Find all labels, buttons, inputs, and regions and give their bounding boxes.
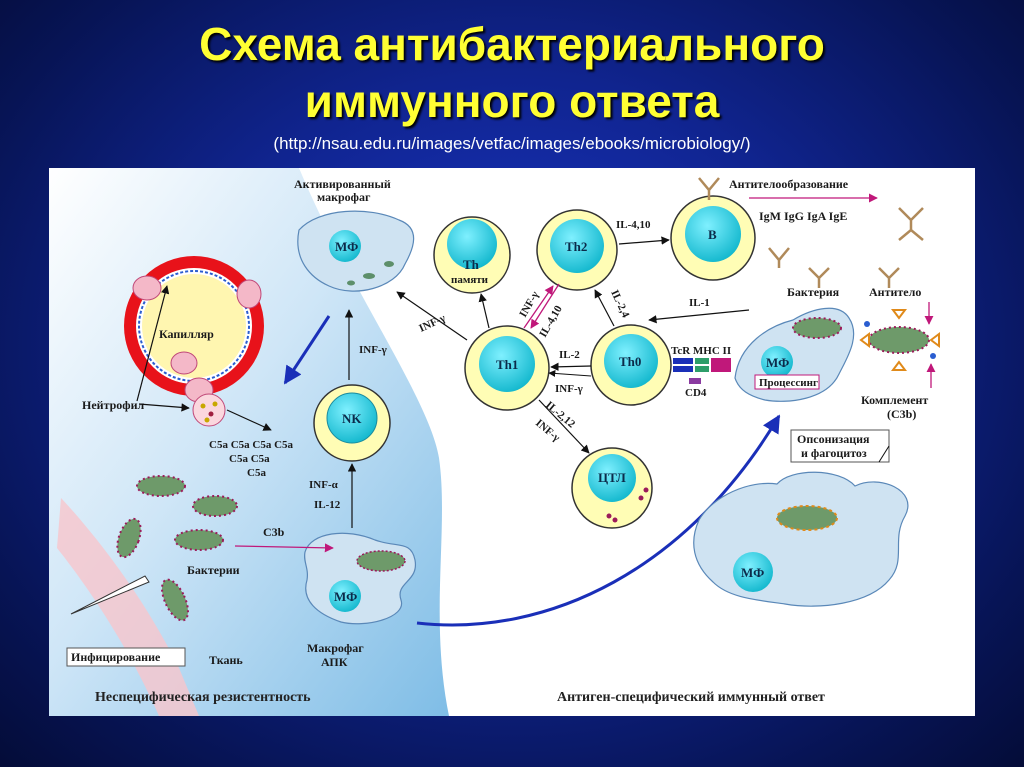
arrow-th0-to-th1 xyxy=(550,362,592,372)
arrow-th0-th1-infg xyxy=(548,369,592,377)
b-cell: B xyxy=(670,195,756,281)
c5a-line1: C5a C5a C5a C5a xyxy=(209,439,294,451)
apc-macrophage-mf: МФ xyxy=(334,589,357,604)
diagram-panel: Капилляр Нейтрофил C5a C5a C5a C5a C5a C… xyxy=(49,168,975,716)
b-label: B xyxy=(708,227,717,242)
apc-label1: Макрофаг xyxy=(307,641,364,655)
arrow-th2-to-th1 xyxy=(530,283,560,329)
neutrophil-cell xyxy=(192,393,226,427)
nk-cell: NK xyxy=(313,384,391,462)
nonspecific-resistance-label: Неспецифическая резистентность xyxy=(95,690,311,705)
activated-macrophage-label1: Активированный xyxy=(294,177,391,191)
opsonization-box xyxy=(790,429,890,463)
slide-title-line1: Схема антибактериального xyxy=(199,18,825,70)
arrow-th1-to-ctl xyxy=(538,399,590,454)
c5a-line2: C5a C5a xyxy=(229,453,270,465)
phagocytosing-macrophage-mf: МФ xyxy=(741,565,764,580)
bacteria-left-label: Бактерии xyxy=(187,563,240,577)
processing-label: Процессинг xyxy=(759,377,818,389)
th0-cell: Th0 xyxy=(590,324,672,406)
opsonized-bacterium xyxy=(859,309,940,371)
antibodies-icon xyxy=(698,177,924,288)
antigen-specific-label: Антиген-специфический иммунный ответ xyxy=(557,690,825,705)
complement-label1: Комплемент xyxy=(861,393,928,407)
th1-label: Th1 xyxy=(496,357,518,372)
antibody-formation-label: Антителообразование xyxy=(729,177,849,191)
arrow-th2-to-b xyxy=(618,236,670,245)
tcr-mhc-label: TcR MHC II xyxy=(671,345,731,357)
apc-macrophage-cell: МФ xyxy=(303,532,416,625)
th-memory-label: памяти xyxy=(451,274,489,286)
slide-title-line2: иммунного ответа xyxy=(304,75,720,127)
tcr-mhc-receptor-icon xyxy=(673,358,731,384)
arrow-neutrophil-1 xyxy=(136,285,170,402)
neutrophil-label: Нейтрофил xyxy=(82,398,145,412)
right-macrophage-cell: МФ Процессинг xyxy=(734,307,855,402)
needle-icon xyxy=(70,575,150,615)
arrow-macrophage-to-th0-il1 xyxy=(648,309,750,324)
right-macrophage-mf: МФ xyxy=(766,355,789,370)
activated-macrophage-mf: МФ xyxy=(335,239,358,254)
source-url: (http://nsau.edu.ru/images/vetfac/images… xyxy=(273,134,751,153)
bacteria-left-group xyxy=(116,475,238,622)
th-memory-th: Th xyxy=(463,257,480,272)
activated-macrophage-cell: МФ xyxy=(297,210,415,292)
il1-label: IL-1 xyxy=(689,297,710,309)
c3b-left-label: C3b xyxy=(263,525,285,539)
capillary-label: Капилляр xyxy=(159,327,214,341)
bacterium-label: Бактерия xyxy=(787,285,840,299)
th1-th2-inf-gamma: INF-γ xyxy=(517,289,541,319)
ig-classes-label: IgM IgG IgA IgE xyxy=(759,209,847,223)
th-memory-cell: Th памяти xyxy=(433,216,511,294)
th2-label: Th2 xyxy=(565,239,587,254)
arrow-th1-to-th2 xyxy=(523,285,554,329)
il410-label: IL-4,10 xyxy=(616,219,651,231)
infection-label: Инфицирование xyxy=(71,650,161,664)
activated-macrophage-label2: макрофаг xyxy=(317,190,371,204)
apc-il12: IL-12 xyxy=(314,499,341,511)
arrow-c3b-left xyxy=(234,543,334,553)
arrow-to-c5a xyxy=(226,409,272,431)
apc-inf-alpha: INF-α xyxy=(309,479,339,491)
antibody-label: Антитело xyxy=(869,285,921,299)
arrow-apc-to-right-macrophage xyxy=(416,414,781,627)
th0-label: Th0 xyxy=(619,354,641,369)
phagocytosing-macrophage-cell: МФ xyxy=(693,471,909,607)
opsonization-label1: Опсонизация xyxy=(797,432,870,446)
capillary: Капилляр xyxy=(124,256,264,403)
tissue-label: Ткань xyxy=(209,653,243,667)
ctl-label: ЦТЛ xyxy=(598,470,626,485)
arrow-th0-to-th2 xyxy=(594,289,615,327)
th1-cell: Th1 xyxy=(464,325,550,411)
infection-box xyxy=(66,647,186,667)
arrow-th1-to-macrophage xyxy=(396,291,468,341)
nk-inf-gamma: INF-γ xyxy=(359,344,387,356)
th1-ctl-inf-gamma: INF-γ xyxy=(533,417,562,444)
th0-th2-il24: IL-2,4 xyxy=(608,288,631,320)
arrow-macrophage-to-capillary xyxy=(283,315,331,385)
opsonization-label2: и фагоцитоз xyxy=(801,446,867,460)
th0-th1-il2: IL-2 xyxy=(559,349,580,361)
th2-cell: Th2 xyxy=(536,209,618,291)
arrow-th1-to-thmem xyxy=(478,293,490,329)
opsonization-connector xyxy=(878,445,890,463)
th0-th1-inf-gamma: INF-γ xyxy=(555,383,583,395)
c5a-line3: C5a xyxy=(247,467,266,479)
ctl-cell: ЦТЛ xyxy=(571,447,653,529)
cd4-label: CD4 xyxy=(685,387,707,399)
th1-th2-il410: IL-4,10 xyxy=(537,303,565,339)
apc-label2: АПК xyxy=(321,655,348,669)
arrow-neutrophil-2 xyxy=(138,403,190,412)
immune-response-diagram: Капилляр Нейтрофил C5a C5a C5a C5a C5a C… xyxy=(49,168,940,716)
complement-label2: (C3b) xyxy=(887,407,916,421)
nk-label: NK xyxy=(342,411,362,426)
